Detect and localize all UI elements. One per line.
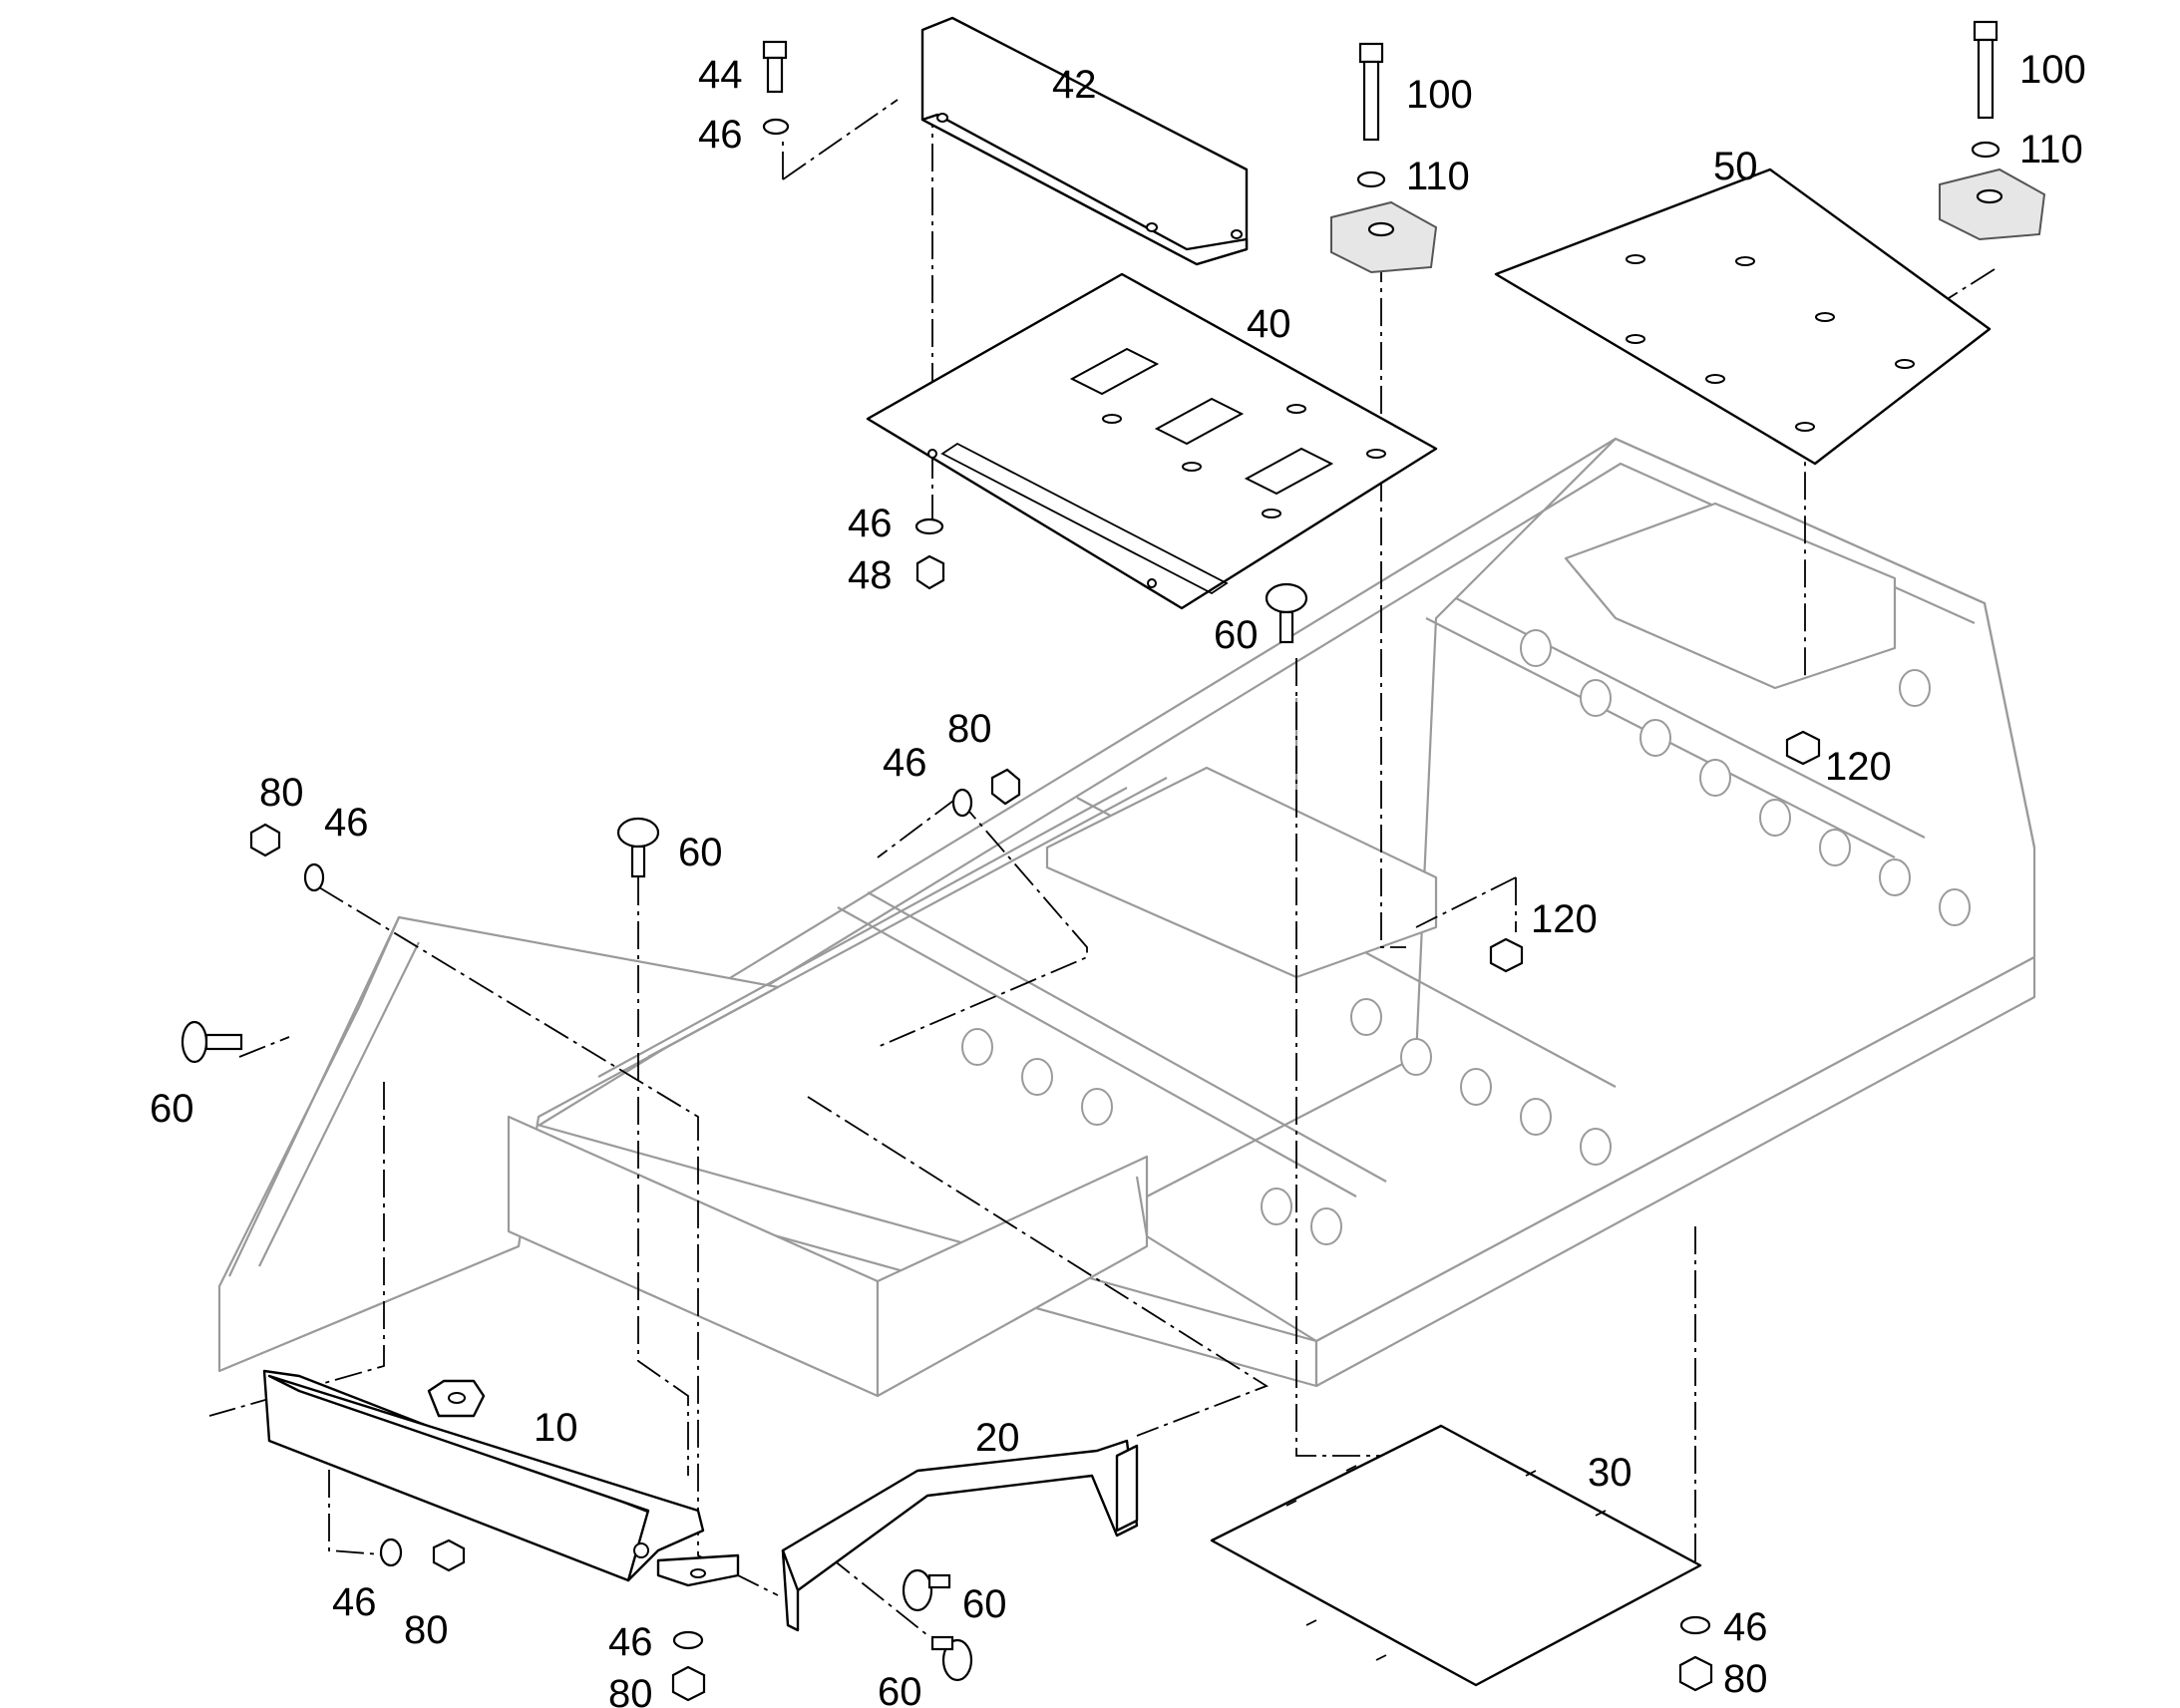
callout-100-a: 100 (1406, 73, 1473, 117)
callout-60-center: 60 (1214, 613, 1259, 657)
nut-80-mid-icon (990, 768, 1021, 806)
callout-46-br: 46 (1723, 1605, 1768, 1649)
part-10-channel (262, 1369, 740, 1587)
nut-120-b-icon (1489, 937, 1524, 973)
bolt-100-a-icon (1358, 42, 1384, 142)
rubber-mount-b-icon (1939, 168, 2046, 241)
nut-80-bc-icon (671, 1665, 706, 1702)
part-20-bracket (781, 1439, 1139, 1632)
part-30-plate (1210, 1424, 1702, 1687)
callout-60-bc1: 60 (962, 1582, 1007, 1626)
callout-50: 50 (1713, 145, 1758, 188)
washer-46-mid-icon (914, 517, 944, 535)
callout-80-bl: 80 (404, 1608, 449, 1652)
part-40-plate (866, 272, 1438, 610)
carriage-bolt-60-bc1-icon (902, 1568, 951, 1612)
callout-80-bc: 80 (608, 1672, 653, 1708)
nut-80-left-icon (249, 823, 281, 857)
washer-46-br-icon (1679, 1615, 1711, 1635)
washer-46-bc-icon (672, 1630, 704, 1650)
carriage-bolt-60-center-icon (1265, 582, 1308, 644)
callout-46-mid: 46 (848, 502, 893, 545)
callout-110-a: 110 (1406, 155, 1470, 198)
callout-60-bc2: 60 (878, 1670, 922, 1708)
washer-110-a-icon (1356, 171, 1386, 188)
bolt-44-icon (762, 40, 788, 94)
callout-42: 42 (1052, 63, 1097, 107)
bolt-100-b-icon (1973, 20, 1998, 120)
carriage-bolt-60-left-icon (181, 1020, 243, 1064)
callout-80-mid: 80 (947, 707, 992, 751)
callout-44: 44 (698, 53, 743, 97)
callout-40: 40 (1247, 302, 1291, 346)
callout-labels: 44 46 42 100 110 100 110 50 40 46 48 60 … (150, 48, 2086, 1708)
washer-46-left-icon (303, 862, 325, 892)
callout-60-left-top: 60 (678, 831, 723, 874)
part-42-bracket (920, 16, 1249, 266)
washer-110-b-icon (1971, 141, 2000, 159)
callout-46-left: 46 (324, 801, 369, 845)
nut-80-br-icon (1678, 1655, 1713, 1692)
callout-80-left: 80 (259, 771, 304, 815)
callout-120-b: 120 (1531, 897, 1598, 941)
main-frame (217, 437, 2036, 1398)
part-50-plate (1494, 168, 1992, 466)
callout-80-br: 80 (1723, 1657, 1768, 1701)
callout-60-left: 60 (150, 1087, 194, 1131)
callout-48: 48 (848, 553, 893, 597)
callout-10: 10 (534, 1406, 578, 1450)
callout-46-mid2: 46 (883, 741, 927, 785)
callout-46-bl: 46 (332, 1580, 377, 1624)
washer-46-bl-icon (379, 1537, 403, 1567)
callout-100-b: 100 (2019, 48, 2086, 92)
callout-20: 20 (975, 1416, 1020, 1460)
callout-30: 30 (1588, 1451, 1633, 1495)
rubber-mount-a-icon (1330, 200, 1438, 274)
callout-120-a: 120 (1825, 745, 1892, 789)
nut-48-icon (915, 554, 945, 590)
callout-46-top: 46 (698, 113, 743, 157)
assembly-lines (208, 99, 1996, 1636)
callout-46-bc: 46 (608, 1620, 653, 1664)
washer-icon (762, 118, 790, 136)
hardware (181, 20, 2046, 1702)
frame-holes (961, 629, 1971, 1245)
carriage-bolt-60-bc2-icon (930, 1635, 973, 1682)
washer-46-mid2-icon (951, 788, 973, 818)
callout-110-b: 110 (2019, 128, 2083, 171)
nut-80-bl-icon (432, 1538, 466, 1572)
carriage-bolt-60-left-top-icon (616, 817, 660, 878)
nut-120-a-icon (1785, 730, 1821, 766)
